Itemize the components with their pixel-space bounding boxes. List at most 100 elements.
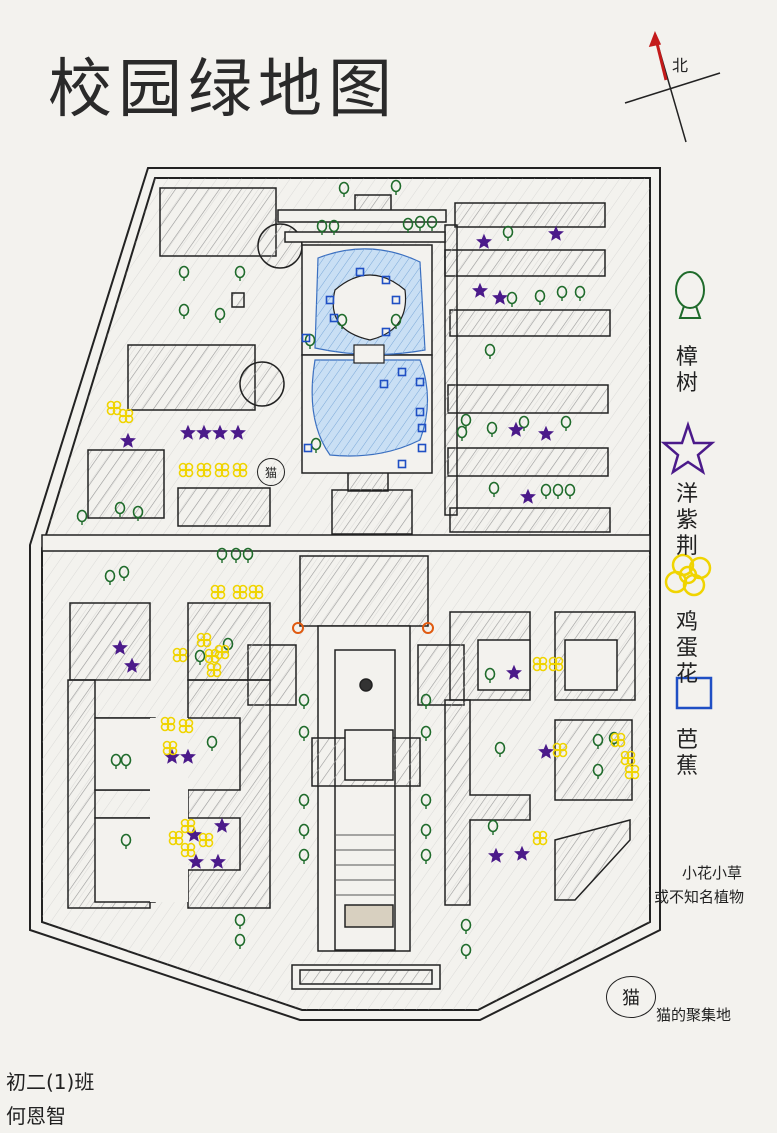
legend-grass-label-1: 小花小草	[682, 864, 743, 882]
camphor-tree-icon	[564, 483, 576, 499]
square-icon	[417, 423, 427, 433]
star-icon	[476, 233, 492, 249]
flower-icon	[548, 656, 564, 672]
camphor-tree-icon	[456, 425, 468, 441]
camphor-tree-icon	[460, 943, 472, 959]
camphor-tree-icon	[460, 413, 472, 429]
star-icon	[212, 424, 228, 440]
author-name: 何恩智	[6, 1104, 66, 1128]
camphor-tree-icon	[420, 693, 432, 709]
camphor-tree-icon	[298, 793, 310, 809]
flower-icon	[610, 732, 626, 748]
flower-icon	[532, 830, 548, 846]
square-icon	[415, 407, 425, 417]
flower-icon	[196, 462, 212, 478]
flower-icon	[118, 408, 134, 424]
camphor-tree-icon	[484, 343, 496, 359]
camphor-tree-icon	[414, 215, 426, 231]
square-icon	[417, 443, 427, 453]
flower-icon	[210, 584, 226, 600]
camphor-tree-icon	[298, 693, 310, 709]
square-icon	[397, 459, 407, 469]
camphor-tree-icon	[484, 667, 496, 683]
buildings	[67, 187, 636, 909]
legend-star-icon	[660, 421, 716, 475]
camphor-tree-icon	[338, 181, 350, 197]
camphor-tree-icon	[76, 509, 88, 525]
camphor-tree-icon	[234, 933, 246, 949]
camphor-tree-icon	[206, 735, 218, 751]
flower-icon	[624, 764, 640, 780]
legend-banana-label: 芭蕉	[676, 728, 699, 779]
star-icon	[124, 657, 140, 673]
flower-icon	[198, 832, 214, 848]
flower-icon	[214, 462, 230, 478]
flower-icon	[532, 656, 548, 672]
legend-flower-icon	[664, 553, 712, 597]
square-icon	[381, 327, 391, 337]
flower-icon	[180, 818, 196, 834]
camphor-tree-icon	[132, 505, 144, 521]
square-icon	[355, 267, 365, 277]
camphor-tree-icon	[328, 219, 340, 235]
flower-icon	[162, 740, 178, 756]
camphor-tree-icon	[390, 179, 402, 195]
camphor-tree-icon	[120, 833, 132, 849]
square-icon	[303, 443, 313, 453]
square-icon	[391, 295, 401, 305]
star-icon	[488, 847, 504, 863]
star-icon	[230, 424, 246, 440]
camphor-tree-icon	[426, 215, 438, 231]
square-icon	[381, 275, 391, 285]
legend-cat-badge: 猫	[606, 976, 656, 1018]
flower-icon	[196, 632, 212, 648]
star-icon	[214, 817, 230, 833]
star-icon	[180, 424, 196, 440]
flower-icon	[620, 750, 636, 766]
camphor-tree-icon	[120, 753, 132, 769]
camphor-tree-icon	[494, 741, 506, 757]
square-icon	[397, 367, 407, 377]
banana-squares	[301, 267, 427, 469]
camphor-tree-icon	[230, 547, 242, 563]
flower-icon	[178, 718, 194, 734]
flower-icon	[248, 584, 264, 600]
square-icon	[301, 333, 311, 343]
star-icon	[120, 432, 136, 448]
camphor-tree-icon	[298, 848, 310, 864]
round-building-1	[257, 223, 303, 269]
frangipani-flowers	[106, 400, 640, 858]
star-icon	[514, 845, 530, 861]
camphor-tree-icon	[114, 501, 126, 517]
camphor-tree-icon	[390, 313, 402, 329]
legend-flower-label: 鸡蛋花	[676, 610, 699, 687]
camphor-tree-icon	[242, 547, 254, 563]
star-icon	[180, 748, 196, 764]
star-icon	[196, 424, 212, 440]
camphor-tree-icon	[214, 307, 226, 323]
square-icon	[379, 379, 389, 389]
camphor-tree-icon	[592, 763, 604, 779]
bauhinia-stars	[112, 225, 564, 869]
central-plaza	[291, 625, 441, 990]
star-icon	[472, 282, 488, 298]
camphor-tree-icon	[460, 918, 472, 934]
orange-marker	[422, 622, 434, 634]
star-icon	[538, 743, 554, 759]
star-icon	[188, 853, 204, 869]
camphor-tree-icon	[178, 303, 190, 319]
camphor-trees	[76, 179, 620, 959]
flower-icon	[206, 662, 222, 678]
flower-icon	[232, 462, 248, 478]
camphor-tree-icon	[574, 285, 586, 301]
camphor-tree-icon	[506, 291, 518, 307]
camphor-tree-icon	[420, 725, 432, 741]
flower-icon	[552, 742, 568, 758]
camphor-tree-icon	[540, 483, 552, 499]
map-cat-badge: 猫	[257, 458, 285, 486]
camphor-tree-icon	[560, 415, 572, 431]
camphor-tree-icon	[592, 733, 604, 749]
star-icon	[520, 488, 536, 504]
north-label: 北	[672, 56, 689, 75]
camphor-tree-icon	[420, 793, 432, 809]
